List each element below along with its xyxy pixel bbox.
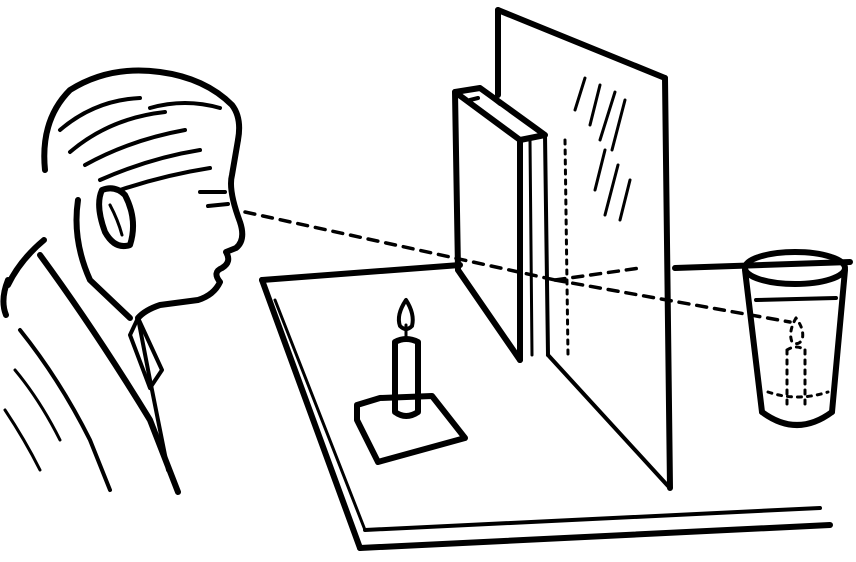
glass-hatch-top (575, 78, 625, 150)
glass-hatch-mid (595, 150, 630, 220)
glass-right-edge (665, 78, 670, 488)
water-glass-left-side (745, 270, 762, 412)
glass-bottom-edge (548, 355, 668, 486)
observer-hair-strands (60, 98, 220, 190)
water-glass-right-side (832, 270, 845, 412)
water-glass-bottom (762, 412, 832, 425)
book-spine-back (545, 135, 548, 355)
observer-back-neck (8, 240, 44, 285)
water-glass (745, 252, 845, 425)
book-bottom-edge (458, 270, 520, 360)
virtual-candle-image (787, 347, 805, 408)
observer-face-profile (138, 140, 242, 318)
book-spine-mid (530, 140, 532, 355)
observer-shoulder (3, 280, 8, 315)
table-left-edge (262, 280, 360, 548)
glass-plate (498, 10, 670, 488)
observer-ear-detail (110, 205, 122, 235)
observer-eye (200, 192, 228, 206)
book-stack (455, 88, 548, 360)
table-top-highlight (275, 300, 365, 530)
candle-base (357, 396, 465, 462)
virtual-flame-image (791, 318, 803, 344)
candle-body (395, 339, 418, 416)
virtual-base-image (768, 392, 828, 397)
glass-top-edge (498, 10, 665, 78)
glass-reflection-line (565, 140, 568, 355)
observer-suit-folds (5, 370, 60, 470)
observer-lapel (20, 330, 110, 490)
book-left-edge (455, 92, 458, 270)
table-back-right-edge (675, 262, 850, 268)
observer (3, 70, 242, 492)
water-surface (756, 298, 836, 300)
table-back-edge (262, 265, 460, 280)
